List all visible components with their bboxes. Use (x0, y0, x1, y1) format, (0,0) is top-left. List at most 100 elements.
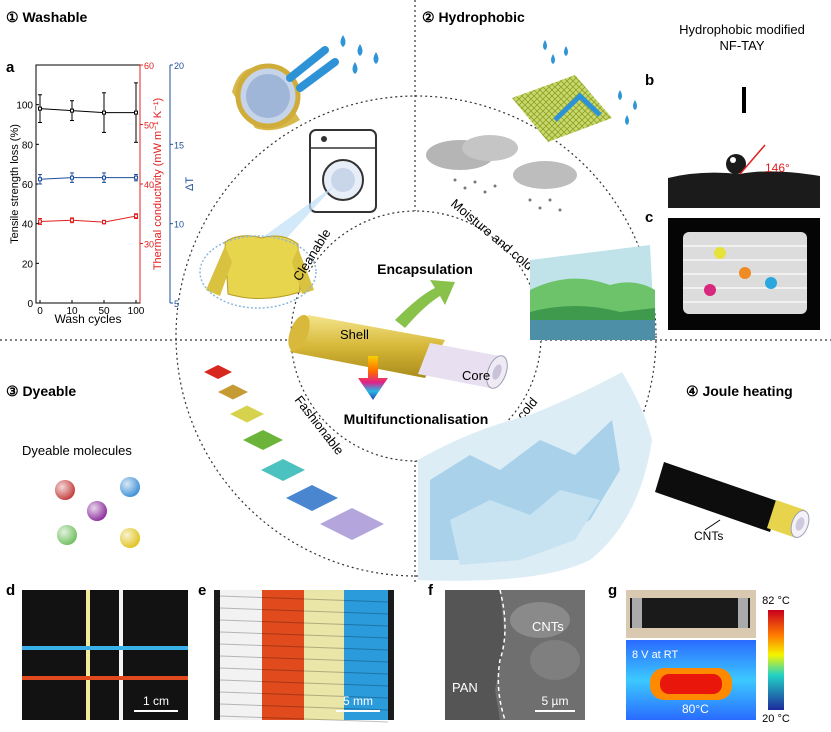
cnt-cable-illustration (655, 462, 810, 538)
fabric-drops-photo (668, 218, 820, 330)
x-tick-label: 50 (98, 306, 110, 317)
panel-letter-g: g (608, 582, 617, 599)
data-point (70, 218, 74, 223)
section-title-washable: ① Washable (6, 9, 87, 25)
chart-xlabel: Wash cycles (55, 312, 122, 326)
series-line (39, 215, 137, 223)
thermal-colorbar (768, 610, 784, 710)
red-tick-label: 40 (144, 180, 154, 190)
scale-bar-f: 5 µm (542, 694, 569, 708)
snow-mountain-illustration (418, 372, 652, 581)
left-tick-label: 0 (27, 299, 33, 310)
data-point (70, 175, 74, 180)
chart-left-ticks: 0 20 40 60 80 100 (16, 101, 39, 310)
chart-ylabel-left: Tensile strength loss (%) (9, 124, 21, 244)
panel-letter-c: c (645, 209, 653, 226)
section-title-hydrophobic: ② Hydrophobic (422, 9, 525, 25)
left-tick-label: 80 (22, 140, 34, 151)
dyeable-molecules-label: Dyeable molecules (22, 443, 132, 458)
left-tick-label: 100 (16, 101, 33, 112)
series-line (39, 177, 136, 180)
hydro-title-2: NF-TAY (719, 38, 764, 53)
data-point (134, 175, 138, 180)
panel-letter-d: d (6, 582, 15, 599)
photo-g-heating-device (626, 590, 756, 720)
photo-e-woven-fabric (214, 590, 394, 723)
data-point (70, 108, 74, 113)
fabric-swatches (204, 365, 384, 540)
center-label-multifunctionalisation: Multifunctionalisation (344, 411, 489, 427)
weave-line (219, 667, 389, 675)
weave-line (219, 643, 389, 651)
weave-line (219, 631, 389, 639)
thermal-max: 82 °C (762, 595, 790, 607)
panel-letter-a: a (6, 59, 15, 76)
swatch (230, 405, 264, 423)
red-tick-label: 60 (144, 61, 154, 71)
center-label-shell: Shell (340, 327, 369, 342)
scale-bar-e: 5 mm (343, 694, 373, 708)
panel-letter-e: e (198, 582, 206, 599)
photo-f-sem (445, 589, 585, 721)
fiber-wash-illustration (232, 46, 339, 131)
weave-line (219, 691, 389, 699)
dye-molecule-spheres (55, 477, 140, 548)
multifunctionalisation-arrow (358, 356, 388, 400)
left-tick-label: 20 (22, 259, 34, 270)
core-shell-cable (288, 314, 508, 389)
weave-line (219, 607, 389, 615)
data-point (38, 177, 42, 182)
data-point (134, 214, 138, 219)
data-point (102, 175, 106, 180)
scale-bar-d: 1 cm (143, 694, 169, 708)
x-tick-label: 100 (128, 306, 145, 317)
series-line (39, 108, 136, 114)
swatch (218, 384, 248, 400)
hydro-title-1: Hydrophobic modified (679, 22, 805, 37)
photo-d-yarns (22, 590, 188, 720)
x-tick-label: 10 (66, 306, 78, 317)
water-drop-icons (340, 35, 379, 74)
swatch (320, 508, 384, 540)
swatch (286, 485, 338, 511)
panel-letter-b: b (645, 72, 654, 89)
blue-tick-label: 15 (174, 140, 184, 150)
weave-line (219, 715, 389, 723)
chart-ylabel-red: Thermal conductivity (mW m⁻¹ K⁻¹) (152, 98, 164, 270)
panel-letter-f: f (428, 582, 434, 599)
blue-tick-label: 5 (174, 299, 179, 309)
weave-line (219, 703, 389, 711)
chart-x-ticks: 0 10 50 100 (37, 300, 145, 317)
left-tick-label: 60 (22, 180, 34, 191)
data-point (102, 220, 106, 225)
data-point (102, 110, 106, 115)
red-tick-label: 30 (144, 240, 154, 250)
contact-angle-photo (668, 87, 820, 208)
landscape-illustration (530, 245, 655, 340)
hydrophobic-mesh-illustration (512, 40, 637, 142)
sem-label-cnts: CNTs (532, 619, 564, 634)
weave-line (219, 655, 389, 663)
swatch (243, 430, 283, 450)
blue-tick-label: 10 (174, 220, 184, 230)
section-title-joule: ④ Joule heating (686, 383, 793, 399)
center-label-encapsulation: Encapsulation (377, 261, 473, 277)
data-point (134, 110, 138, 115)
center-label-core: Core (462, 368, 490, 383)
thermal-condition: 8 V at RT (632, 649, 679, 661)
swatch (261, 459, 305, 481)
jacket-illustration (199, 235, 317, 309)
rain-cloud-illustration (426, 135, 577, 212)
weave-line (219, 619, 389, 627)
red-tick-label: 50 (144, 121, 154, 131)
chart-a: 0 20 40 60 80 100 30 40 50 60 5 10 15 20 0 10 50 100 W… (9, 61, 196, 326)
chart-series (38, 82, 138, 225)
chart-ylabel-blue: ΔT (184, 177, 196, 191)
data-point (38, 219, 42, 224)
swatch (204, 365, 232, 379)
x-tick-label: 0 (37, 306, 43, 317)
contact-angle-label: 146° (765, 161, 790, 175)
left-tick-label: 40 (22, 220, 34, 231)
weave-line (219, 595, 389, 603)
